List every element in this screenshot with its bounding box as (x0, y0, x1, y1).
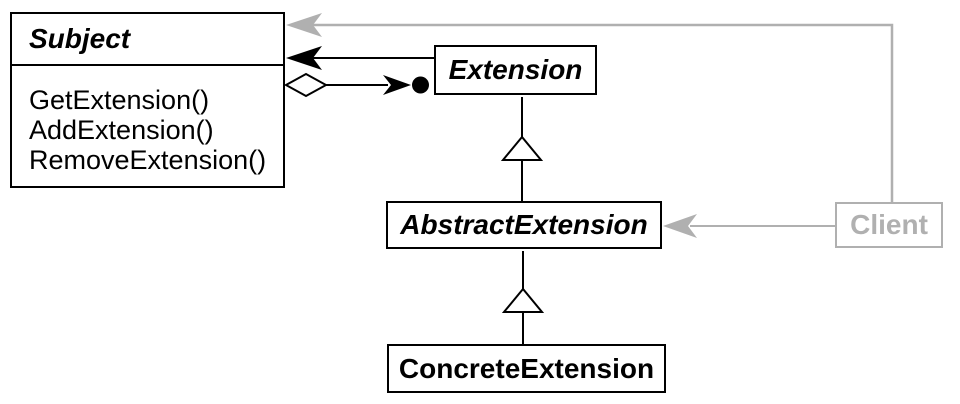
client-to-subject-line (309, 23, 894, 203)
concrete-extension-generalization (501, 251, 545, 346)
subject-methods-compartment: GetExtension() AddExtension() RemoveExte… (12, 66, 283, 175)
ball-terminator-icon (412, 76, 429, 94)
abstract-extension-generalization (500, 97, 544, 203)
gray-left-arrowhead-icon (286, 13, 322, 37)
class-box-abstract-extension: AbstractExtension (386, 201, 662, 249)
aggregation-diamond-icon (283, 72, 329, 98)
method-get-extension: GetExtension() (29, 85, 210, 115)
class-name-concrete-extension: ConcreteExtension (398, 352, 655, 384)
class-box-client: Client (835, 202, 943, 248)
class-box-extension: Extension (434, 45, 597, 95)
class-name-abstract-extension: AbstractExtension (400, 209, 648, 240)
class-box-concrete-extension: ConcreteExtension (387, 344, 666, 393)
extension-to-subject-association (286, 46, 434, 70)
generalization-triangle-icon (501, 287, 545, 313)
class-header-subject: Subject (12, 14, 283, 66)
class-name-client: Client (850, 209, 928, 240)
method-remove-extension: RemoveExtension() (29, 145, 267, 175)
client-to-abstract-extension-association (663, 214, 836, 238)
generalization-triangle-icon (500, 135, 544, 161)
black-right-arrowhead-icon (383, 75, 411, 95)
subject-aggregation-of-extension (283, 72, 429, 98)
class-box-subject: Subject GetExtension() AddExtension() Re… (10, 12, 285, 188)
client-to-subject-association (286, 13, 894, 203)
class-name-extension: Extension (448, 54, 583, 85)
method-add-extension: AddExtension() (29, 115, 214, 145)
class-name-subject: Subject (29, 23, 131, 54)
black-left-arrowhead-icon (286, 46, 322, 70)
gray-left-arrowhead-icon (663, 214, 697, 238)
